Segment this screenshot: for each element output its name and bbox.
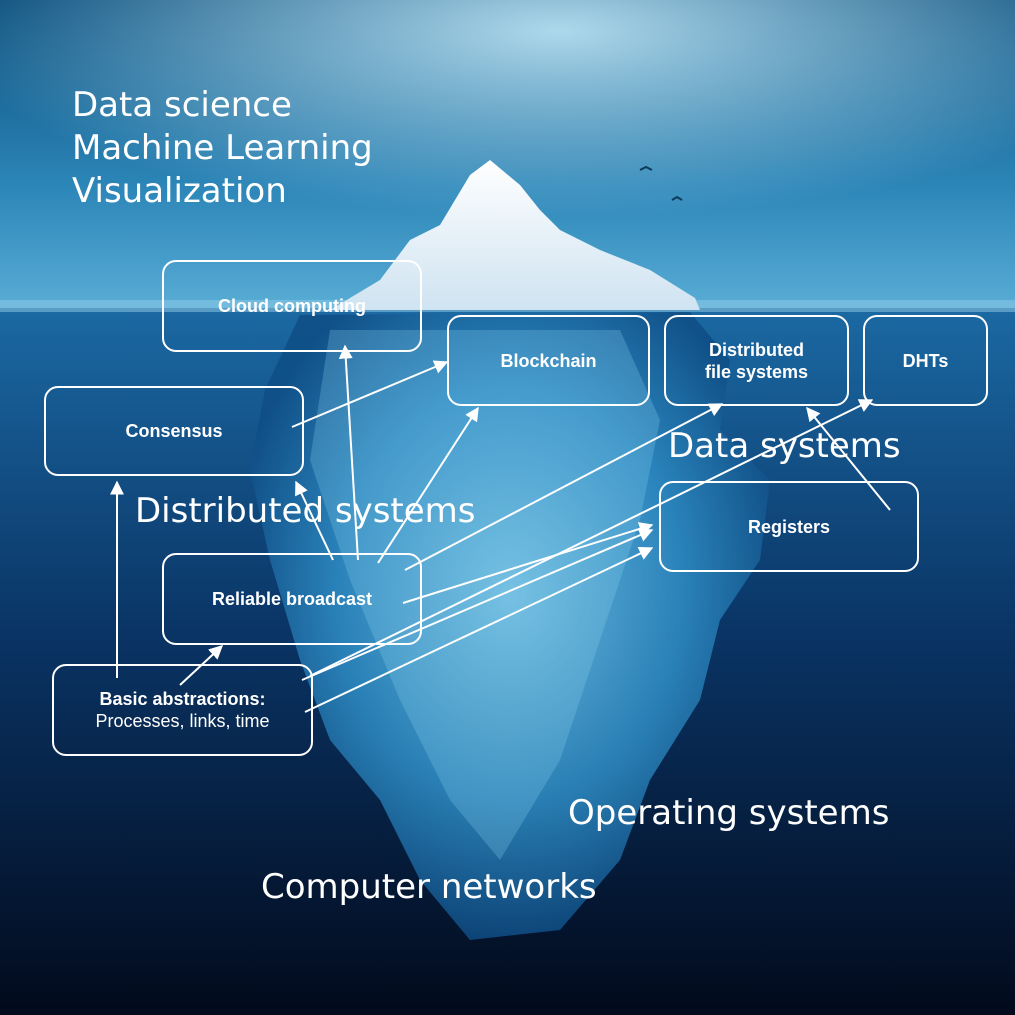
box-cloud-computing-label: Cloud computing <box>218 296 366 316</box>
box-registers-label: Registers <box>747 516 831 537</box>
box-reliable-broadcast-label: Reliable broadcast <box>211 589 373 609</box>
label-distributed-systems: Distributed systems <box>135 491 476 531</box>
label-data-systems: Data systems <box>668 426 901 466</box>
box-dfs-line1: Distributed <box>708 339 804 360</box>
box-registers: Registers <box>659 481 919 572</box>
box-basic-abstractions-sub: Processes, links, time <box>95 711 270 731</box>
box-consensus: Consensus <box>44 386 304 476</box>
box-consensus-label: Consensus <box>125 421 223 441</box>
topic-machine-learning: Machine Learning <box>72 128 373 168</box>
label-computer-networks: Computer networks <box>261 867 597 907</box>
box-dhts: DHTs <box>863 315 988 406</box>
box-dhts-label: DHTs <box>902 350 949 371</box>
box-cloud-computing: Cloud computing <box>162 260 422 352</box>
box-reliable-broadcast: Reliable broadcast <box>162 553 422 645</box>
box-dfs-line2: file systems <box>704 361 809 382</box>
label-operating-systems: Operating systems <box>568 793 890 833</box>
topic-data-science: Data science <box>72 85 292 125</box>
topic-visualization: Visualization <box>72 171 287 211</box>
box-blockchain-label: Blockchain <box>500 350 597 371</box>
box-blockchain: Blockchain <box>447 315 650 406</box>
box-basic-abstractions: Basic abstractions: Processes, links, ti… <box>52 664 313 756</box>
above-water-topics: Data science Machine Learning Visualizat… <box>72 84 373 213</box>
box-distributed-file-systems: Distributed file systems <box>664 315 849 406</box>
box-basic-abstractions-title: Basic abstractions: <box>99 689 266 709</box>
